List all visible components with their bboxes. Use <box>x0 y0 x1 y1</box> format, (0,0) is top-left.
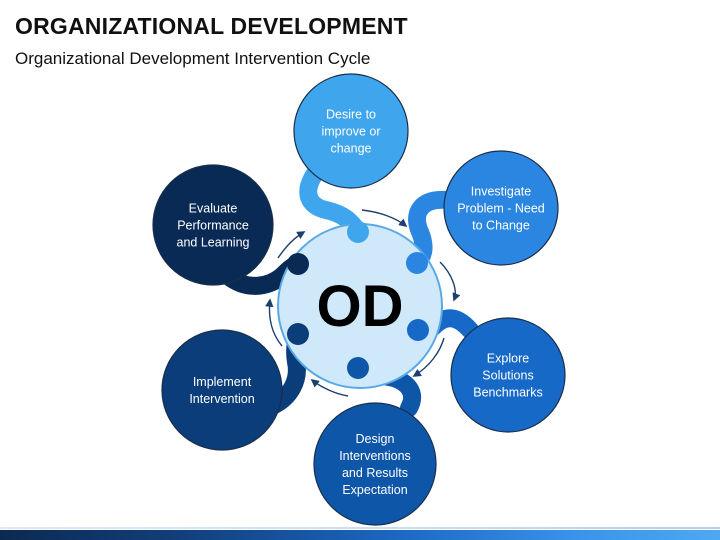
stage-label-design-line-3: and Results <box>342 466 408 480</box>
stage-desire: Desire to improve or change <box>293 73 409 189</box>
stage-circle-implement <box>161 329 283 451</box>
stage-label-design-line-2: Interventions <box>339 449 411 463</box>
cycle-arrow-3 <box>412 337 445 377</box>
stage-circle-design <box>313 402 437 526</box>
hub-dot-investigate <box>406 252 428 274</box>
stage-label-investigate-line-3: to Change <box>472 219 530 233</box>
cycle-arrow-1 <box>361 209 408 228</box>
center-hub: OD <box>277 221 443 389</box>
stage-label-evaluate-line-2: Performance <box>177 219 249 233</box>
stage-circle-explore <box>450 317 566 433</box>
cycle-arrows <box>265 209 461 397</box>
page-title: ORGANIZATIONAL DEVELOPMENT <box>15 13 408 39</box>
cycle-arrow-4 <box>310 378 349 397</box>
hub-dot-evaluate <box>287 253 309 275</box>
stage-label-explore-line-1: Explore <box>487 352 529 366</box>
stage-circles: Desire to improve or changeInvestigateProb… <box>152 73 566 526</box>
page-subtitle: Organizational Development Intervention … <box>15 49 371 68</box>
stage-label-evaluate-line-1: Evaluate <box>189 202 238 216</box>
footer-bar <box>0 527 720 540</box>
stage-label-desire-line-2: improve or <box>321 125 380 139</box>
stage-label-explore-line-3: Benchmarks <box>473 386 542 400</box>
stage-label-investigate-line-1: Investigate <box>471 185 532 199</box>
hub-dots <box>287 221 429 379</box>
stage-circle-evaluate <box>152 164 274 286</box>
center-label: OD <box>317 274 404 339</box>
stage-label-evaluate-line-3: and Learning <box>177 236 250 250</box>
stage-circle-desire <box>293 73 409 189</box>
stage-label-desire-line-1: Desire to <box>326 108 376 122</box>
cycle-arrow-6 <box>277 231 306 259</box>
hub-dot-design <box>347 357 369 379</box>
hub-dot-implement <box>287 323 309 345</box>
cycle-arrow-2 <box>439 261 461 302</box>
stage-label-design-line-1: Design <box>356 432 395 446</box>
stage-label-investigate-line-2: Problem - Need <box>457 202 545 216</box>
hub-dot-explore <box>407 319 429 341</box>
stage-circle-investigate <box>443 150 559 266</box>
cycle-arrow-5 <box>265 298 283 347</box>
stage-label-desire-line-3: change <box>330 142 371 156</box>
hub-dot-desire <box>347 221 369 243</box>
stage-label-implement-line-1: Implement <box>193 375 252 389</box>
stage-label-design-line-4: Expectation <box>342 483 407 497</box>
stage-label-explore-line-2: Solutions <box>482 369 533 383</box>
stage-label-implement-line-2: Intervention <box>189 392 254 406</box>
